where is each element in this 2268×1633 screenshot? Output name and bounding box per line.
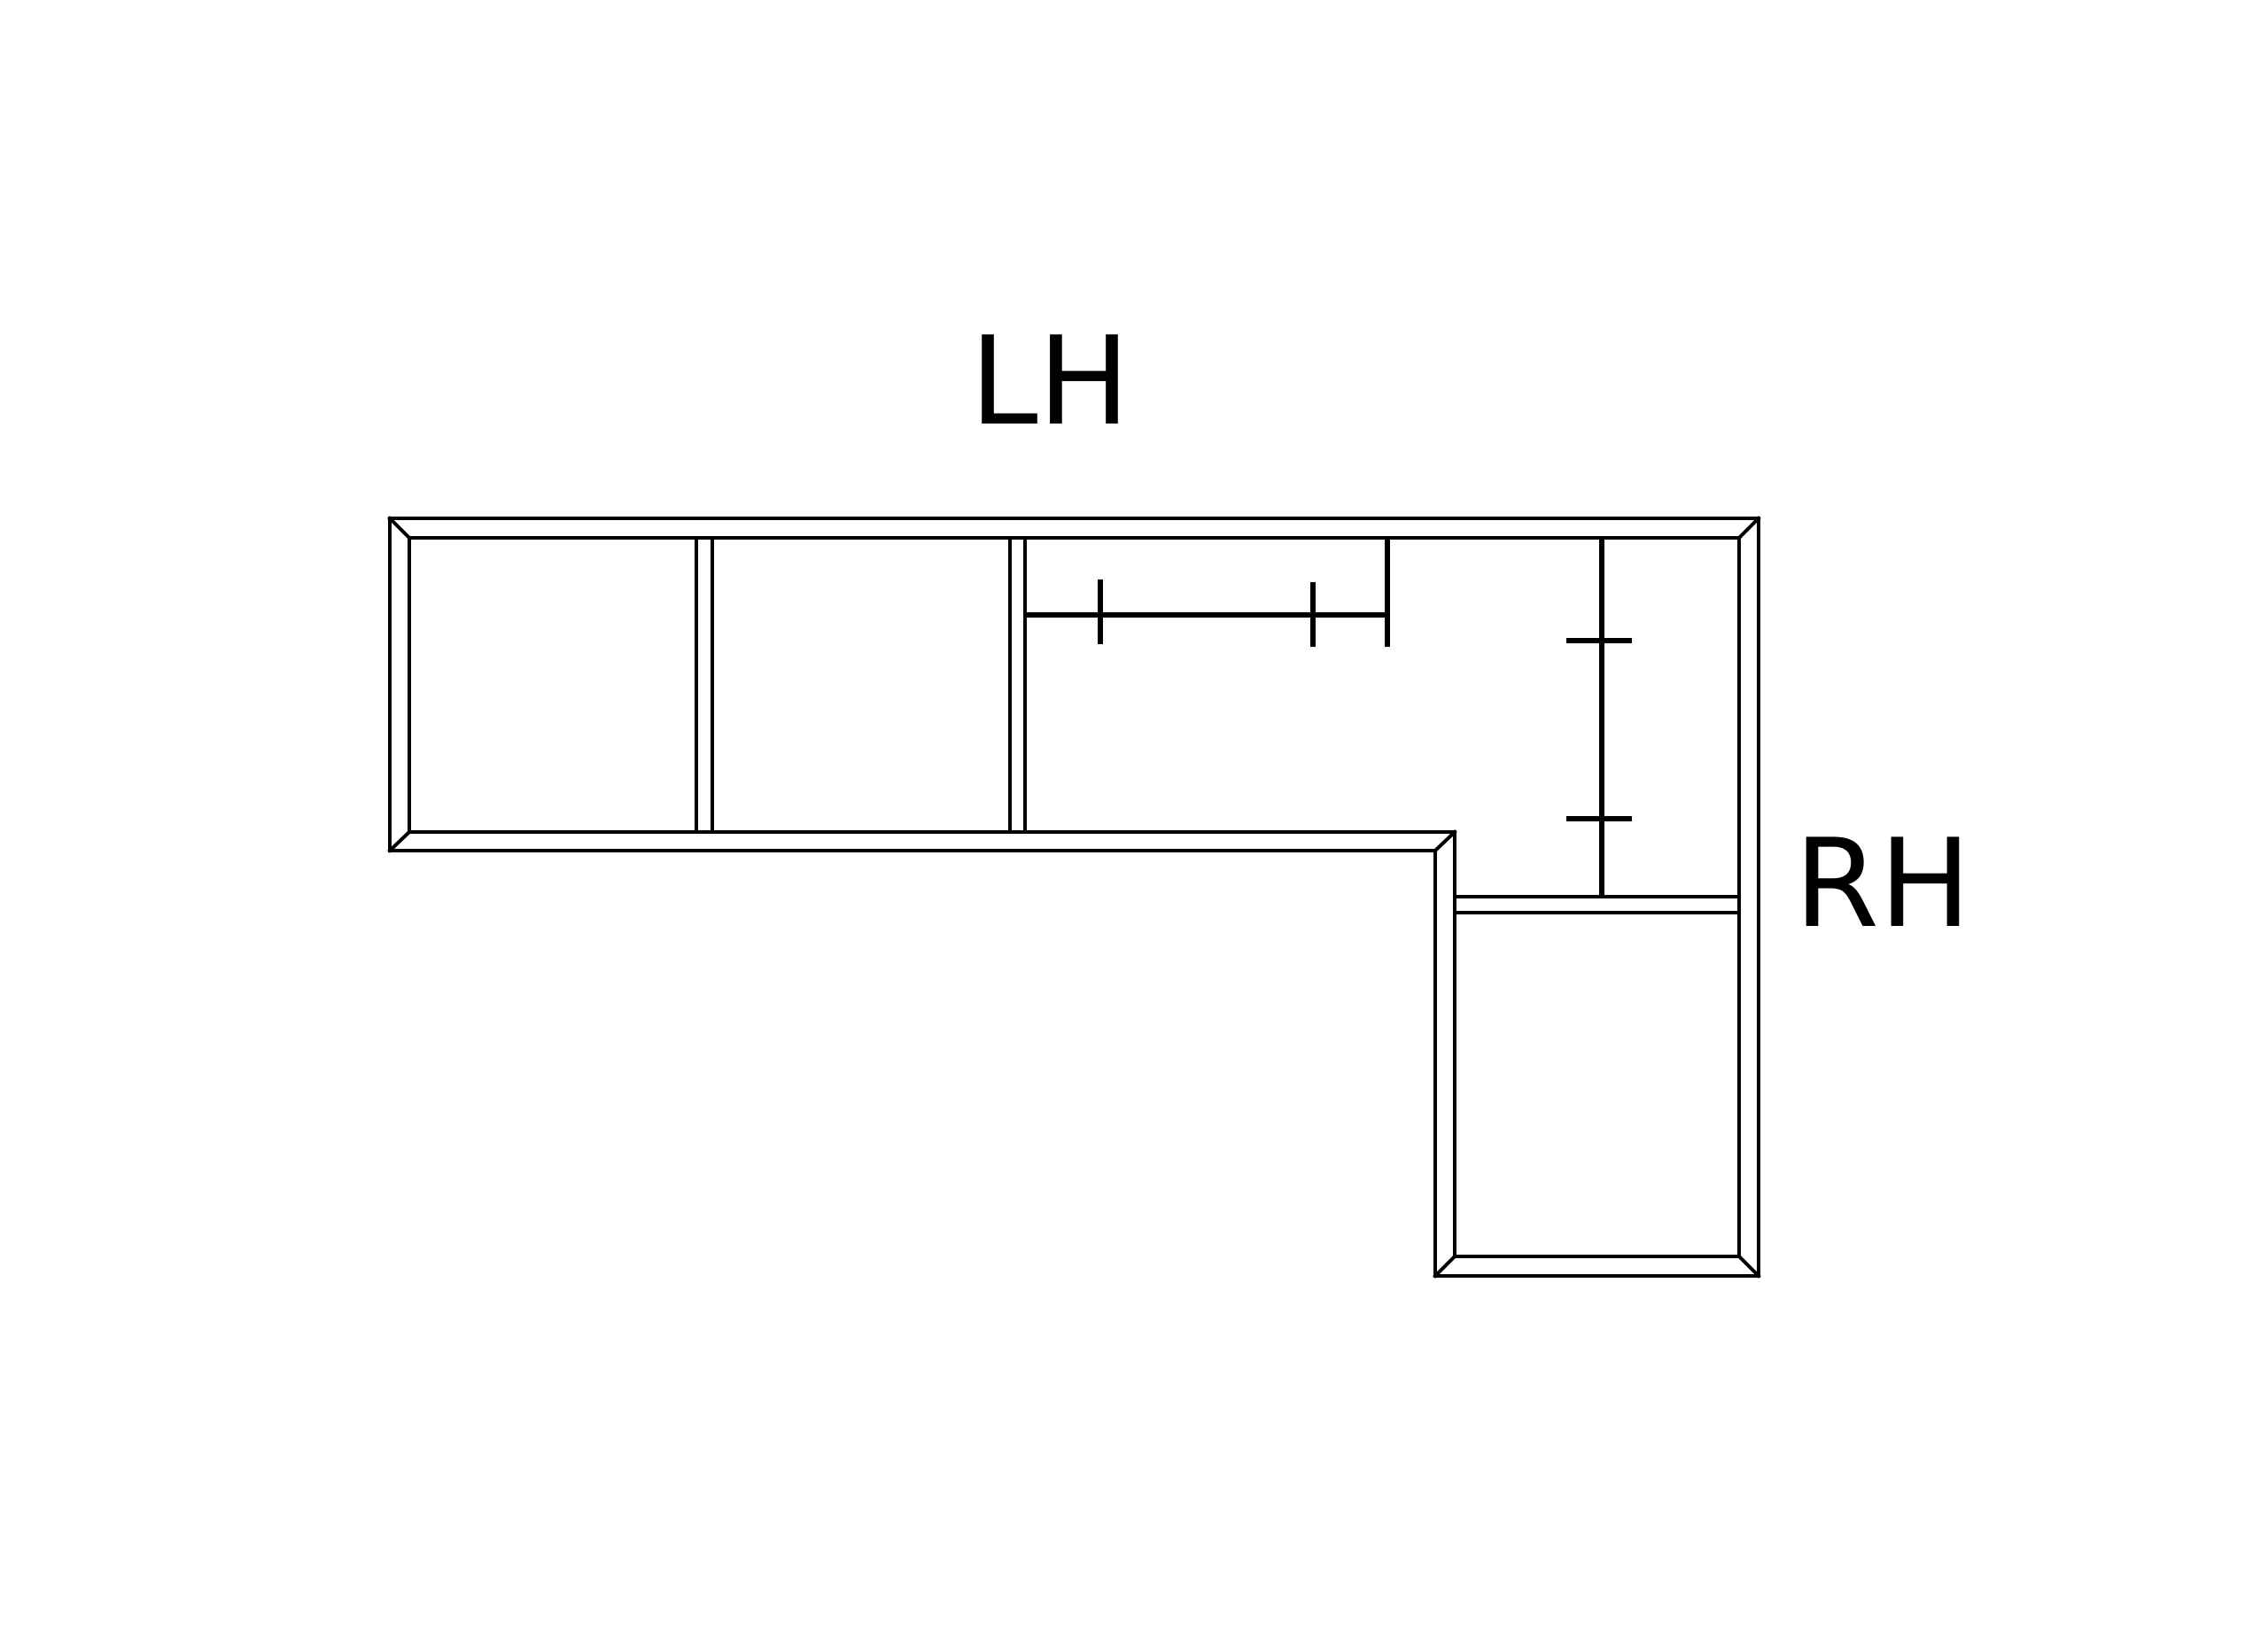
lh-label: LH xyxy=(970,310,1130,453)
hanging-rail-top xyxy=(1025,538,1390,647)
rh-label: RH xyxy=(1794,813,1971,955)
hanging-rail-corner xyxy=(1566,538,1632,897)
mitre-corners xyxy=(387,516,1761,1279)
divider-panel-1 xyxy=(695,536,714,834)
divider-panel-2 xyxy=(1008,536,1027,834)
shelf-panel-right xyxy=(1453,895,1741,914)
